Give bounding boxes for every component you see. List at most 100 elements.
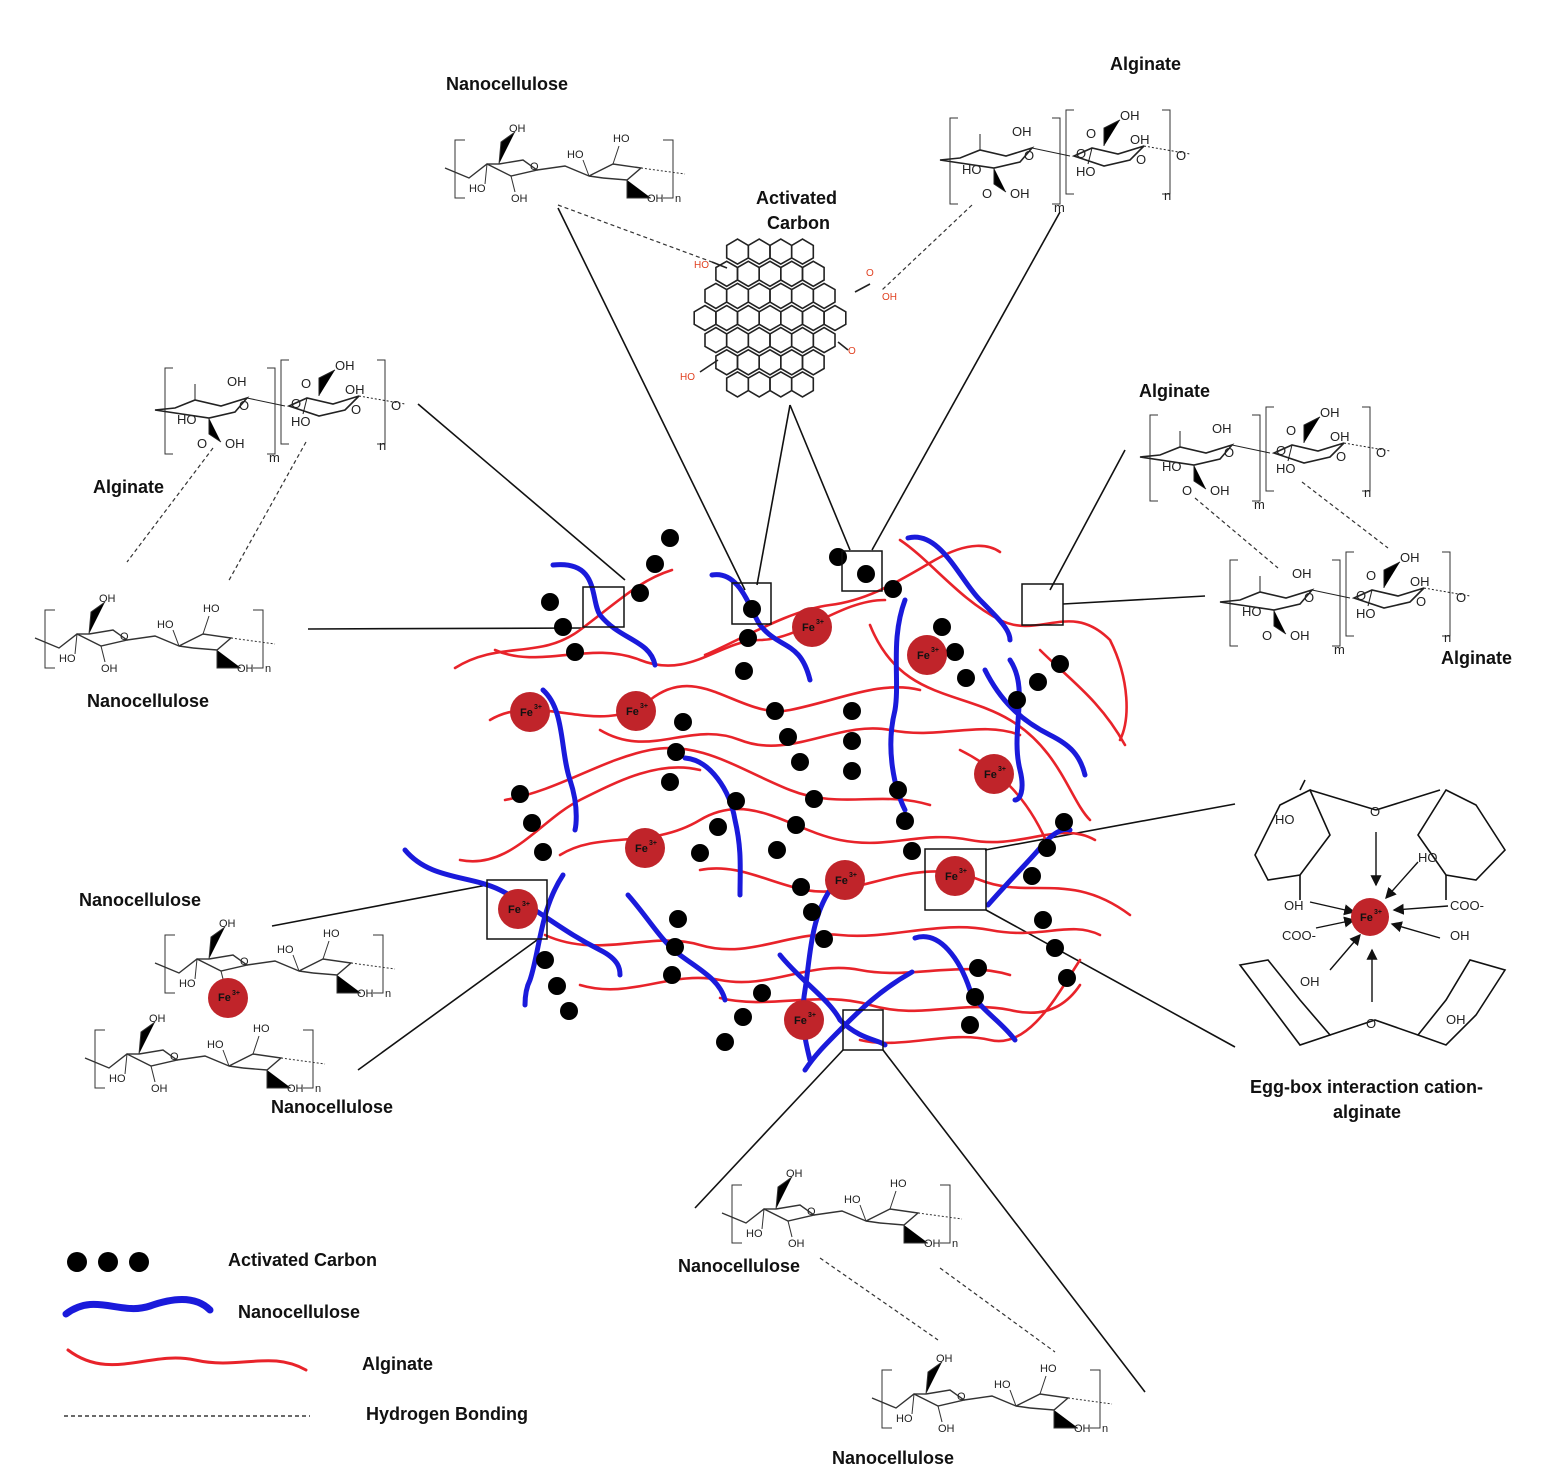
legend-label-alginate: Alginate	[362, 1354, 433, 1374]
carbon-particle	[1029, 673, 1047, 691]
alginate-strands	[453, 538, 1132, 1045]
label-egg-box-line2: alginate	[1333, 1102, 1401, 1122]
nanocellulose-structure-lower-left-1	[154, 917, 396, 1001]
carbon-particle	[805, 790, 823, 808]
carbon-particle	[843, 732, 861, 750]
svg-text:3+: 3+	[1374, 909, 1382, 916]
label-nanocellulose-lower-left-1: Nanocellulose	[79, 890, 201, 910]
nanocellulose-structure-bottom-2	[871, 1352, 1113, 1436]
carbon-particle	[1008, 691, 1026, 709]
label-nanocellulose-bottom-2: Nanocellulose	[832, 1448, 954, 1468]
carbon-particle	[1023, 867, 1041, 885]
carbon-particle	[734, 1008, 752, 1026]
carbon-particle	[946, 643, 964, 661]
svg-text:3+: 3+	[649, 840, 657, 847]
svg-text:Fe: Fe	[984, 769, 997, 781]
carbon-particle	[1058, 969, 1076, 987]
carbon-particle	[566, 643, 584, 661]
legend-carbon-dot-1	[67, 1252, 87, 1272]
svg-text:3+: 3+	[534, 704, 542, 711]
connector-lines	[271, 207, 1236, 1393]
carbon-particle	[727, 792, 745, 810]
alginate-structure-top-right	[939, 107, 1191, 216]
legend-alginate-swatch	[66, 1348, 308, 1372]
carbon-particle	[669, 910, 687, 928]
label-activated-carbon-line1: Activated	[756, 188, 837, 208]
carbon-particle	[792, 878, 810, 896]
svg-text:Fe: Fe	[945, 871, 958, 883]
svg-text:COO-: COO-	[1282, 928, 1316, 943]
label-alginate-right-lower: Alginate	[1441, 648, 1512, 668]
carbon-particle	[534, 843, 552, 861]
carbon-particle	[753, 984, 771, 1002]
svg-text:Fe: Fe	[802, 622, 815, 634]
svg-text:3+: 3+	[816, 619, 824, 626]
label-egg-box-line1: Egg-box interaction cation-	[1250, 1077, 1483, 1097]
svg-text:OH: OH	[1446, 1012, 1466, 1027]
alginate-structure-right-upper	[1139, 404, 1391, 513]
svg-text:Fe: Fe	[917, 650, 930, 662]
svg-text:3+: 3+	[931, 647, 939, 654]
svg-text:OH: OH	[1284, 898, 1304, 913]
carbon-particle	[957, 669, 975, 687]
svg-text:3+: 3+	[998, 766, 1006, 773]
carbon-particle	[1038, 839, 1056, 857]
svg-text:O: O	[866, 268, 874, 279]
svg-text:3+: 3+	[808, 1012, 816, 1019]
carbon-particle	[843, 762, 861, 780]
label-alginate-top-right: Alginate	[1110, 54, 1181, 74]
nanocellulose-structure-bottom-1	[721, 1167, 963, 1251]
svg-text:3+: 3+	[640, 703, 648, 710]
label-nanocellulose-top: Nanocellulose	[446, 74, 568, 94]
zoom-boxes	[486, 550, 1064, 1051]
carbon-particle	[1055, 813, 1073, 831]
carbon-particle	[843, 702, 861, 720]
carbon-particle	[969, 959, 987, 977]
carbon-particle	[554, 618, 572, 636]
svg-text:HO: HO	[694, 260, 709, 271]
carbon-particle	[1051, 655, 1069, 673]
carbon-particle	[889, 781, 907, 799]
svg-text:3+: 3+	[959, 868, 967, 875]
legend-label-activated-carbon: Activated Carbon	[228, 1250, 377, 1270]
hydrogen-bond-lines	[126, 204, 1389, 1353]
carbon-particle	[735, 662, 753, 680]
svg-text:Fe: Fe	[835, 875, 848, 887]
carbon-particle	[661, 773, 679, 791]
carbon-particle	[691, 844, 709, 862]
carbon-particle	[511, 785, 529, 803]
legend-carbon-dot-3	[129, 1252, 149, 1272]
alginate-structure-right-lower	[1219, 549, 1471, 658]
svg-text:HO: HO	[1418, 850, 1438, 865]
activated-carbon-structure: HO HO O OH O	[680, 238, 897, 398]
egg-box-structure: HO O HO OH COO- COO- OH OH O OH Fe 3+	[1238, 779, 1507, 1046]
svg-text:HO: HO	[1275, 812, 1295, 827]
svg-text:HO: HO	[680, 372, 695, 383]
legend-label-nanocellulose: Nanocellulose	[238, 1302, 360, 1322]
svg-text:3+: 3+	[849, 872, 857, 879]
svg-text:Fe: Fe	[1360, 912, 1373, 924]
carbon-particle	[536, 951, 554, 969]
alginate-structure-left	[154, 357, 406, 466]
svg-text:O: O	[848, 346, 856, 357]
carbon-particle	[903, 842, 921, 860]
carbon-particle	[1046, 939, 1064, 957]
nanocellulose-strands	[402, 534, 1088, 1073]
svg-text:COO-: COO-	[1450, 898, 1484, 913]
label-activated-carbon-line2: Carbon	[767, 213, 830, 233]
legend-label-hydrogen-bonding: Hydrogen Bonding	[366, 1404, 528, 1424]
svg-text:Fe: Fe	[794, 1015, 807, 1027]
carbon-particle	[663, 966, 681, 984]
